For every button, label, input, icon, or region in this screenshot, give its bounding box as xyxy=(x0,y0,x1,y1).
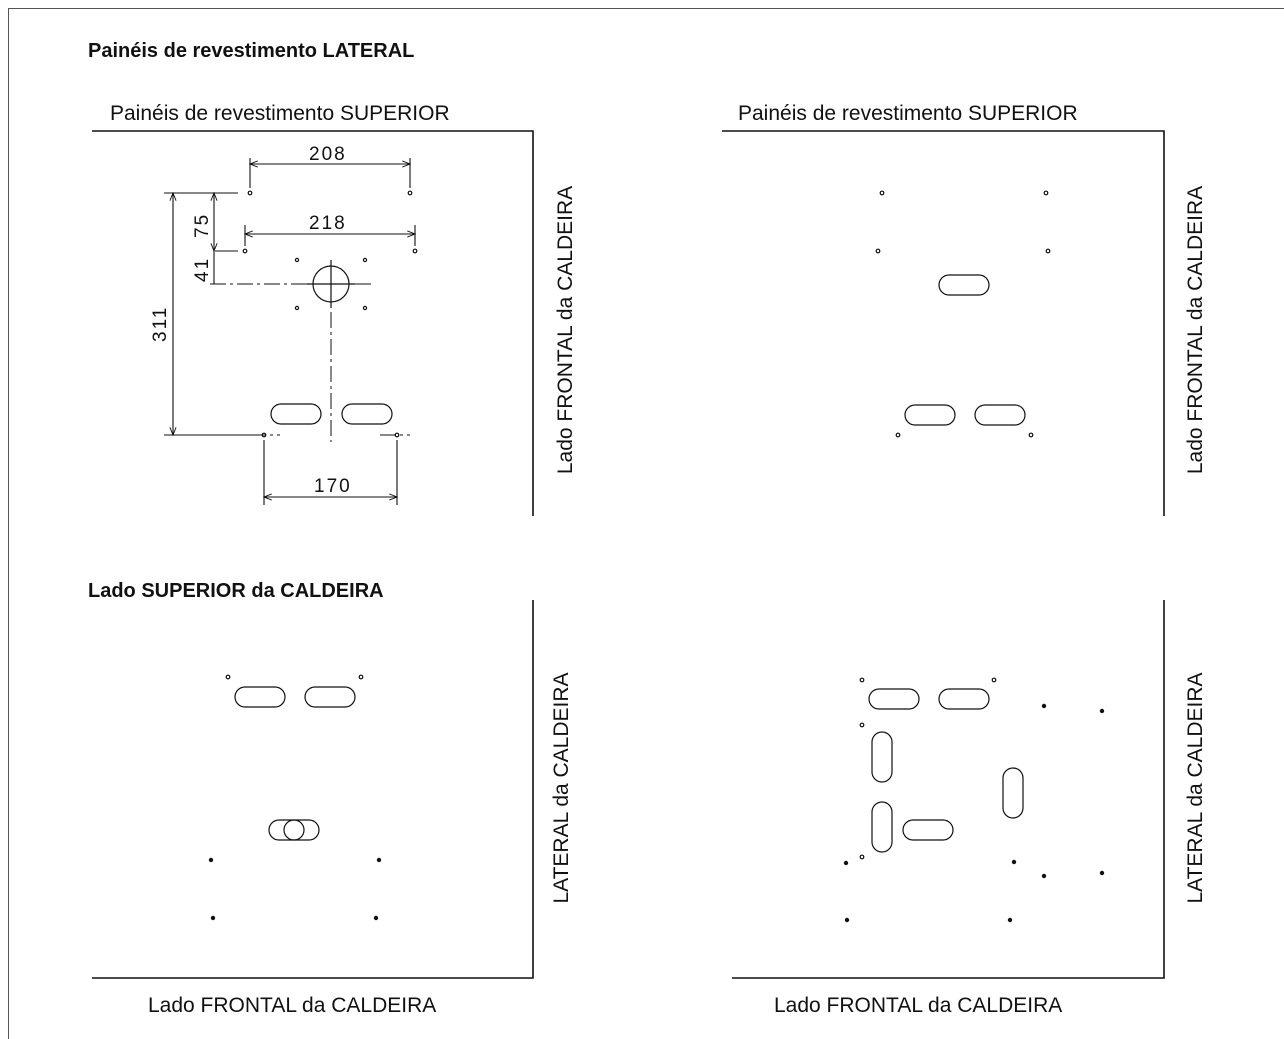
slot xyxy=(974,404,1026,426)
slot xyxy=(341,403,393,425)
top-left-panel-outline xyxy=(92,130,534,516)
hole xyxy=(1043,190,1049,196)
drawing-frame xyxy=(8,8,1284,1039)
dot xyxy=(1099,708,1105,714)
hole xyxy=(362,305,368,311)
slot xyxy=(268,819,320,841)
dot xyxy=(1041,873,1047,879)
slot xyxy=(304,686,356,708)
slot xyxy=(938,274,990,296)
hole xyxy=(242,248,248,254)
bottom-right-panel-outline xyxy=(732,600,1165,979)
hole xyxy=(225,674,231,680)
slot xyxy=(904,404,956,426)
slot xyxy=(938,688,990,710)
slot xyxy=(270,403,322,425)
dim-41: 41 xyxy=(192,257,213,282)
dim-311: 311 xyxy=(150,306,171,342)
dot xyxy=(1041,703,1047,709)
dot xyxy=(843,860,849,866)
dim-170: 170 xyxy=(314,476,352,497)
slot-vertical xyxy=(871,801,893,853)
hole xyxy=(412,248,418,254)
hole xyxy=(879,190,885,196)
dot xyxy=(210,915,216,921)
hole xyxy=(991,677,997,683)
bottom-left-panel-outline xyxy=(92,600,534,979)
hole xyxy=(294,305,300,311)
lateral-panels-title: Painéis de revestimento LATERAL xyxy=(88,40,415,62)
hole xyxy=(1045,248,1051,254)
slot-vertical xyxy=(1002,767,1024,819)
slot xyxy=(868,688,920,710)
top-right-panel-outline xyxy=(722,130,1165,516)
hole xyxy=(895,432,901,438)
flue-circle xyxy=(283,819,305,841)
hole xyxy=(362,257,368,263)
dim-75: 75 xyxy=(192,213,213,238)
dot xyxy=(1099,870,1105,876)
hole xyxy=(875,248,881,254)
dot xyxy=(376,857,382,863)
hole xyxy=(1028,432,1034,438)
dot xyxy=(844,917,850,923)
top-right-top-label: Painéis de revestimento SUPERIOR xyxy=(738,102,1078,125)
dim-218: 218 xyxy=(309,213,347,234)
bottom-left-bottom-label: Lado FRONTAL da CALDEIRA xyxy=(148,994,437,1017)
top-left-top-label: Painéis de revestimento SUPERIOR xyxy=(110,102,450,125)
hole xyxy=(407,190,413,196)
slot xyxy=(234,686,286,708)
dot xyxy=(373,915,379,921)
slot xyxy=(902,819,954,841)
dot xyxy=(1007,917,1013,923)
bottom-right-bottom-label: Lado FRONTAL da CALDEIRA xyxy=(774,994,1063,1017)
dim-208: 208 xyxy=(309,144,347,165)
dot xyxy=(1011,859,1017,865)
dot xyxy=(208,857,214,863)
hole xyxy=(859,677,865,683)
hole xyxy=(859,854,865,860)
boiler-top-title: Lado SUPERIOR da CALDEIRA xyxy=(88,580,384,602)
hole xyxy=(859,722,865,728)
hole xyxy=(294,257,300,263)
hole xyxy=(247,190,253,196)
slot-vertical xyxy=(871,731,893,783)
hole xyxy=(358,674,364,680)
